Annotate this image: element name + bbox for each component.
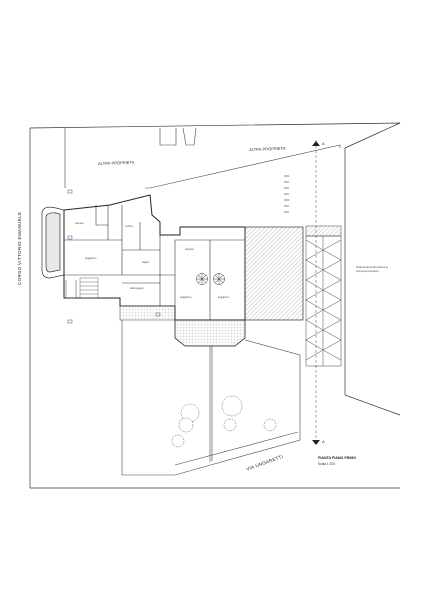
room-label: disimpegno bbox=[130, 287, 144, 290]
neighbour-boundaries bbox=[64, 127, 341, 189]
spiral-stairs bbox=[196, 273, 225, 285]
ladder-mark bbox=[284, 175, 289, 213]
neighbour-building bbox=[65, 280, 77, 299]
room-label: camera bbox=[75, 222, 84, 225]
drawing-title: PIANTA PIANO PRIMO bbox=[318, 456, 357, 460]
room-label: soggiorno bbox=[180, 296, 192, 299]
hatched-annex bbox=[244, 226, 304, 321]
room-label: soggiorno bbox=[85, 257, 97, 260]
corner-tower bbox=[41, 206, 65, 279]
side-note-line2: Compound annessi bbox=[356, 270, 379, 273]
section-marker-top: A bbox=[322, 141, 325, 146]
room-label: soggiorno bbox=[218, 296, 230, 299]
room-label: bagno bbox=[142, 261, 150, 264]
interior-walls bbox=[64, 205, 245, 320]
drawing-scale: Scala 1:100 bbox=[318, 462, 335, 466]
section-arrows bbox=[312, 141, 320, 445]
room-label: camera bbox=[185, 248, 194, 251]
room-label: cucina bbox=[125, 225, 133, 228]
property-boundary bbox=[29, 122, 401, 489]
ramp-cap bbox=[305, 225, 342, 237]
terrace-strip bbox=[119, 305, 176, 321]
side-note-line1: Scala antincendio interna ai bbox=[356, 266, 388, 269]
bay-window bbox=[174, 319, 246, 347]
survey-markers bbox=[67, 189, 161, 324]
garden-boundary bbox=[121, 320, 301, 476]
street-label-corso: CORSO VITTORIO EMANUELE bbox=[17, 211, 22, 285]
fire-escape-ramp bbox=[305, 235, 342, 367]
main-building bbox=[63, 194, 246, 321]
section-marker-bottom: A bbox=[322, 439, 325, 444]
stair-flight bbox=[79, 277, 99, 299]
garden-trees bbox=[171, 395, 277, 448]
